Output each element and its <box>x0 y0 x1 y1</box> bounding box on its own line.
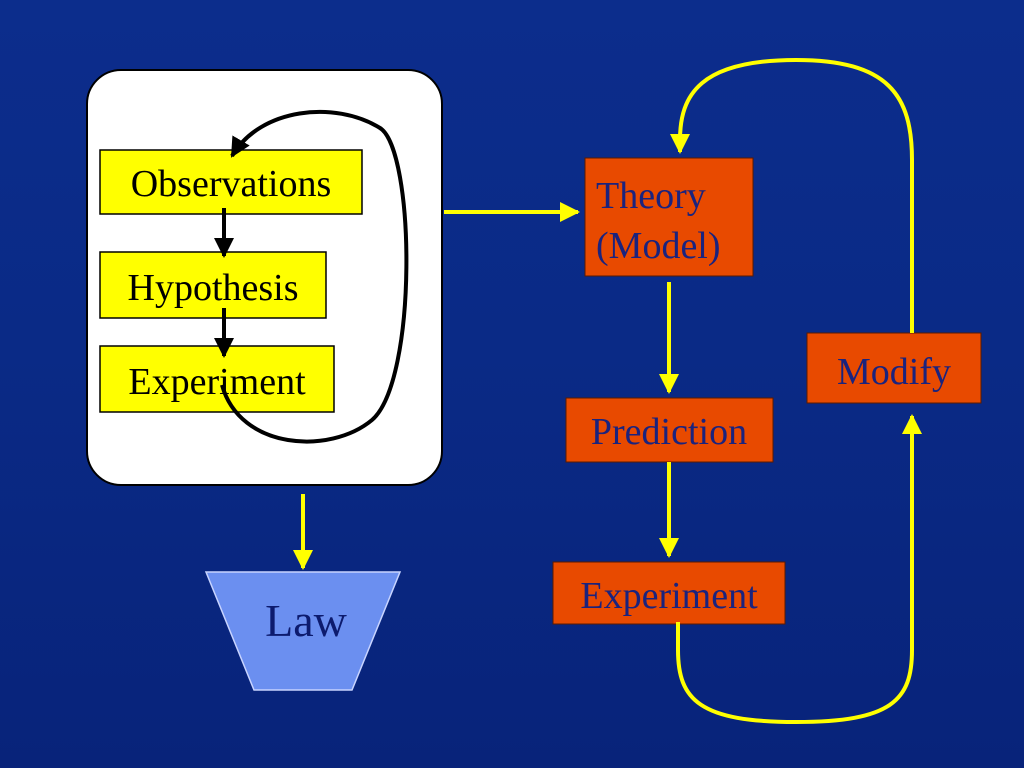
model-label: (Model) <box>596 225 721 267</box>
arrow-modify-to-theory <box>670 57 914 333</box>
theory-box: Theory (Model) <box>584 157 754 277</box>
modify-label: Modify <box>837 351 951 393</box>
hypothesis-label: Hypothesis <box>128 267 299 309</box>
theory-label: Theory <box>596 175 706 217</box>
prediction-box: Prediction <box>565 397 774 463</box>
modify-box: Modify <box>806 332 982 404</box>
experiment2-box: Experiment <box>552 561 786 625</box>
experiment-label: Experiment <box>128 361 306 403</box>
experiment2-label: Experiment <box>580 575 758 617</box>
law-label: Law <box>265 595 348 646</box>
observations-box: Observations <box>99 149 363 215</box>
arrow-experiment-to-modify <box>676 414 922 725</box>
arrow-loop-back <box>220 109 409 444</box>
hypothesis-box: Hypothesis <box>99 251 327 319</box>
prediction-label: Prediction <box>591 411 747 453</box>
law-box: Law <box>204 571 402 691</box>
observations-label: Observations <box>131 163 332 205</box>
experiment-box: Experiment <box>99 345 335 413</box>
